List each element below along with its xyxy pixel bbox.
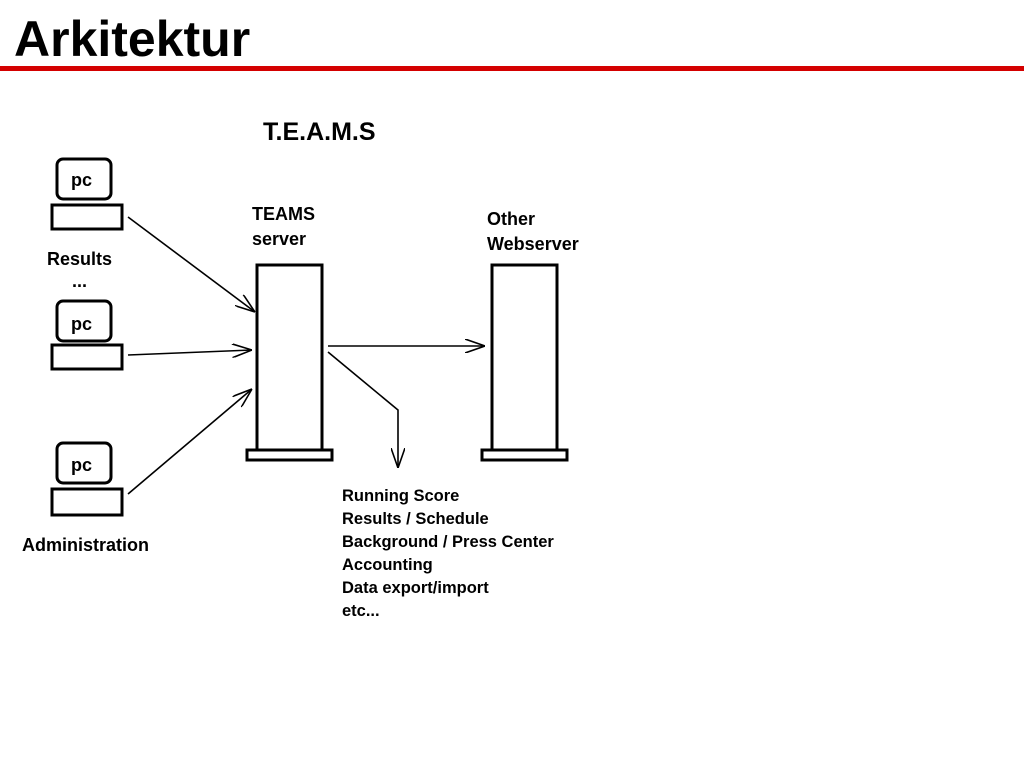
pc-screen-label: pc [71,314,92,334]
client-caption-administration: Administration [22,535,149,555]
teams-server-label-line2: server [252,229,306,249]
teams-server-label-line1: TEAMS [252,204,315,224]
arrow-pc2-to-teams-server [127,350,252,355]
server-body [255,263,324,452]
pc-client-middle: pc [50,299,124,371]
other-server-label-line2: Webserver [487,234,579,254]
teams-server-tower [245,263,334,462]
pc-keyboard-base [50,487,124,517]
slide-title: Arkitektur [14,11,251,67]
pc-monitor [55,157,113,201]
service-item: Accounting [342,556,433,574]
pc-keyboard-base [50,203,124,231]
pc-screen-label: pc [71,170,92,190]
service-item: etc... [342,602,380,620]
server-base [245,448,334,462]
other-webserver-tower [480,263,569,462]
client-caption-ellipsis: ... [72,271,87,291]
pc-screen-label: pc [71,455,92,475]
arrow-pc1-to-teams-server [127,216,255,312]
other-server-label-line1: Other [487,209,535,229]
title-divider [0,66,1024,71]
service-item: Data export/import [342,579,489,597]
service-item: Background / Press Center [342,533,554,551]
server-base [480,448,569,462]
system-name: T.E.A.M.S [263,118,376,146]
services-list: Running Score Results / Schedule Backgro… [342,487,554,620]
pc-client-results: pc [50,157,124,231]
client-caption-results: Results [47,249,112,269]
service-item: Results / Schedule [342,510,489,528]
pc-monitor [55,441,113,485]
pc-client-administration: pc [50,441,124,517]
arrow-teams-to-services [327,351,398,468]
server-body [490,263,559,452]
pc-monitor [55,299,113,343]
service-item: Running Score [342,487,459,505]
pc-keyboard-base [50,343,124,371]
arrow-pc3-to-teams-server [127,389,252,495]
